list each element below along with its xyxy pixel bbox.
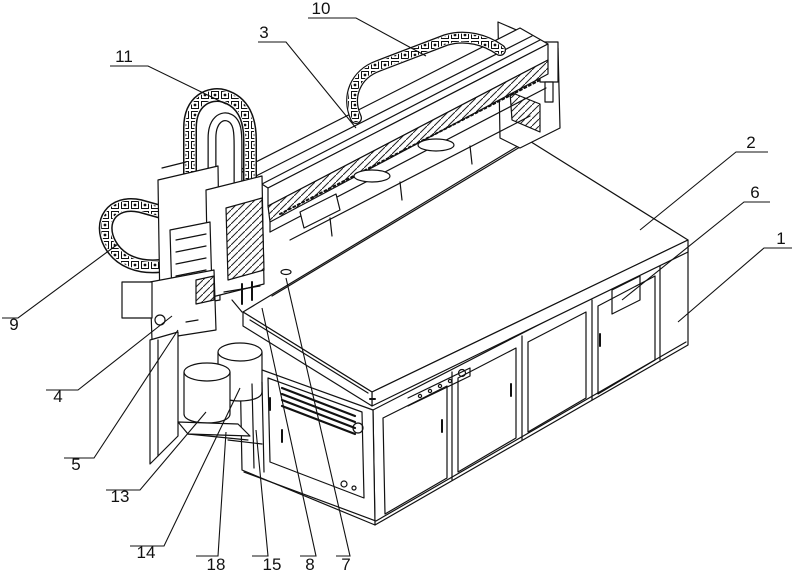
label-part-7: 7 <box>341 555 350 574</box>
label-part-10: 10 <box>312 0 331 18</box>
label-part-13: 13 <box>111 487 130 506</box>
label-part-9: 9 <box>9 315 18 334</box>
label-part-18: 18 <box>207 555 226 574</box>
label-part-14: 14 <box>137 543 156 562</box>
label-part-5: 5 <box>71 455 80 474</box>
label-part-11: 11 <box>115 47 133 66</box>
label-part-1: 1 <box>776 229 785 248</box>
label-part-2: 2 <box>746 133 755 152</box>
label-part-8: 8 <box>305 555 314 574</box>
label-part-15: 15 <box>263 555 282 574</box>
label-part-3: 3 <box>259 23 268 42</box>
label-part-4: 4 <box>53 387 62 406</box>
label-part-6: 6 <box>750 183 759 202</box>
